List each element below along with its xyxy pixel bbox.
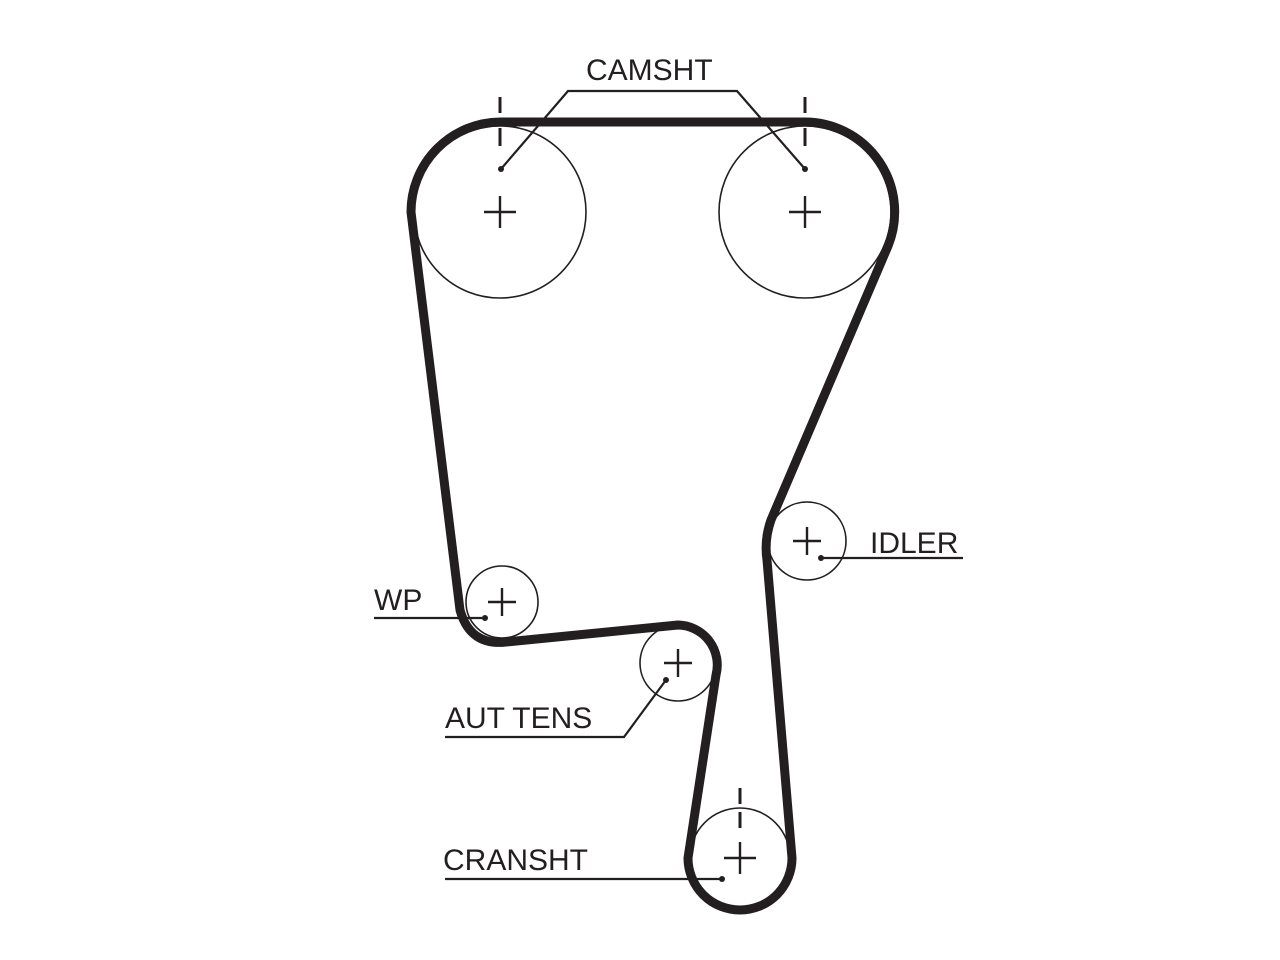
auto-tensioner-label: AUT TENS	[445, 702, 592, 735]
crankshaft-label: CRANSHT	[443, 844, 588, 877]
water-pump-pulley	[465, 565, 539, 639]
idler-pulley	[767, 501, 847, 581]
crankshaft-leader	[445, 876, 725, 882]
idler-leader	[818, 555, 963, 561]
water-pump-label: WP	[374, 584, 422, 617]
camshaft-label: CAMSHT	[586, 54, 713, 87]
idler-label: IDLER	[870, 527, 958, 560]
camshaft-leader	[498, 89, 808, 172]
auto-tensioner-leader	[445, 677, 669, 739]
timing-belt	[406, 117, 900, 915]
camshaft-pulley-right	[718, 125, 892, 299]
water-pump-leader	[374, 615, 488, 621]
